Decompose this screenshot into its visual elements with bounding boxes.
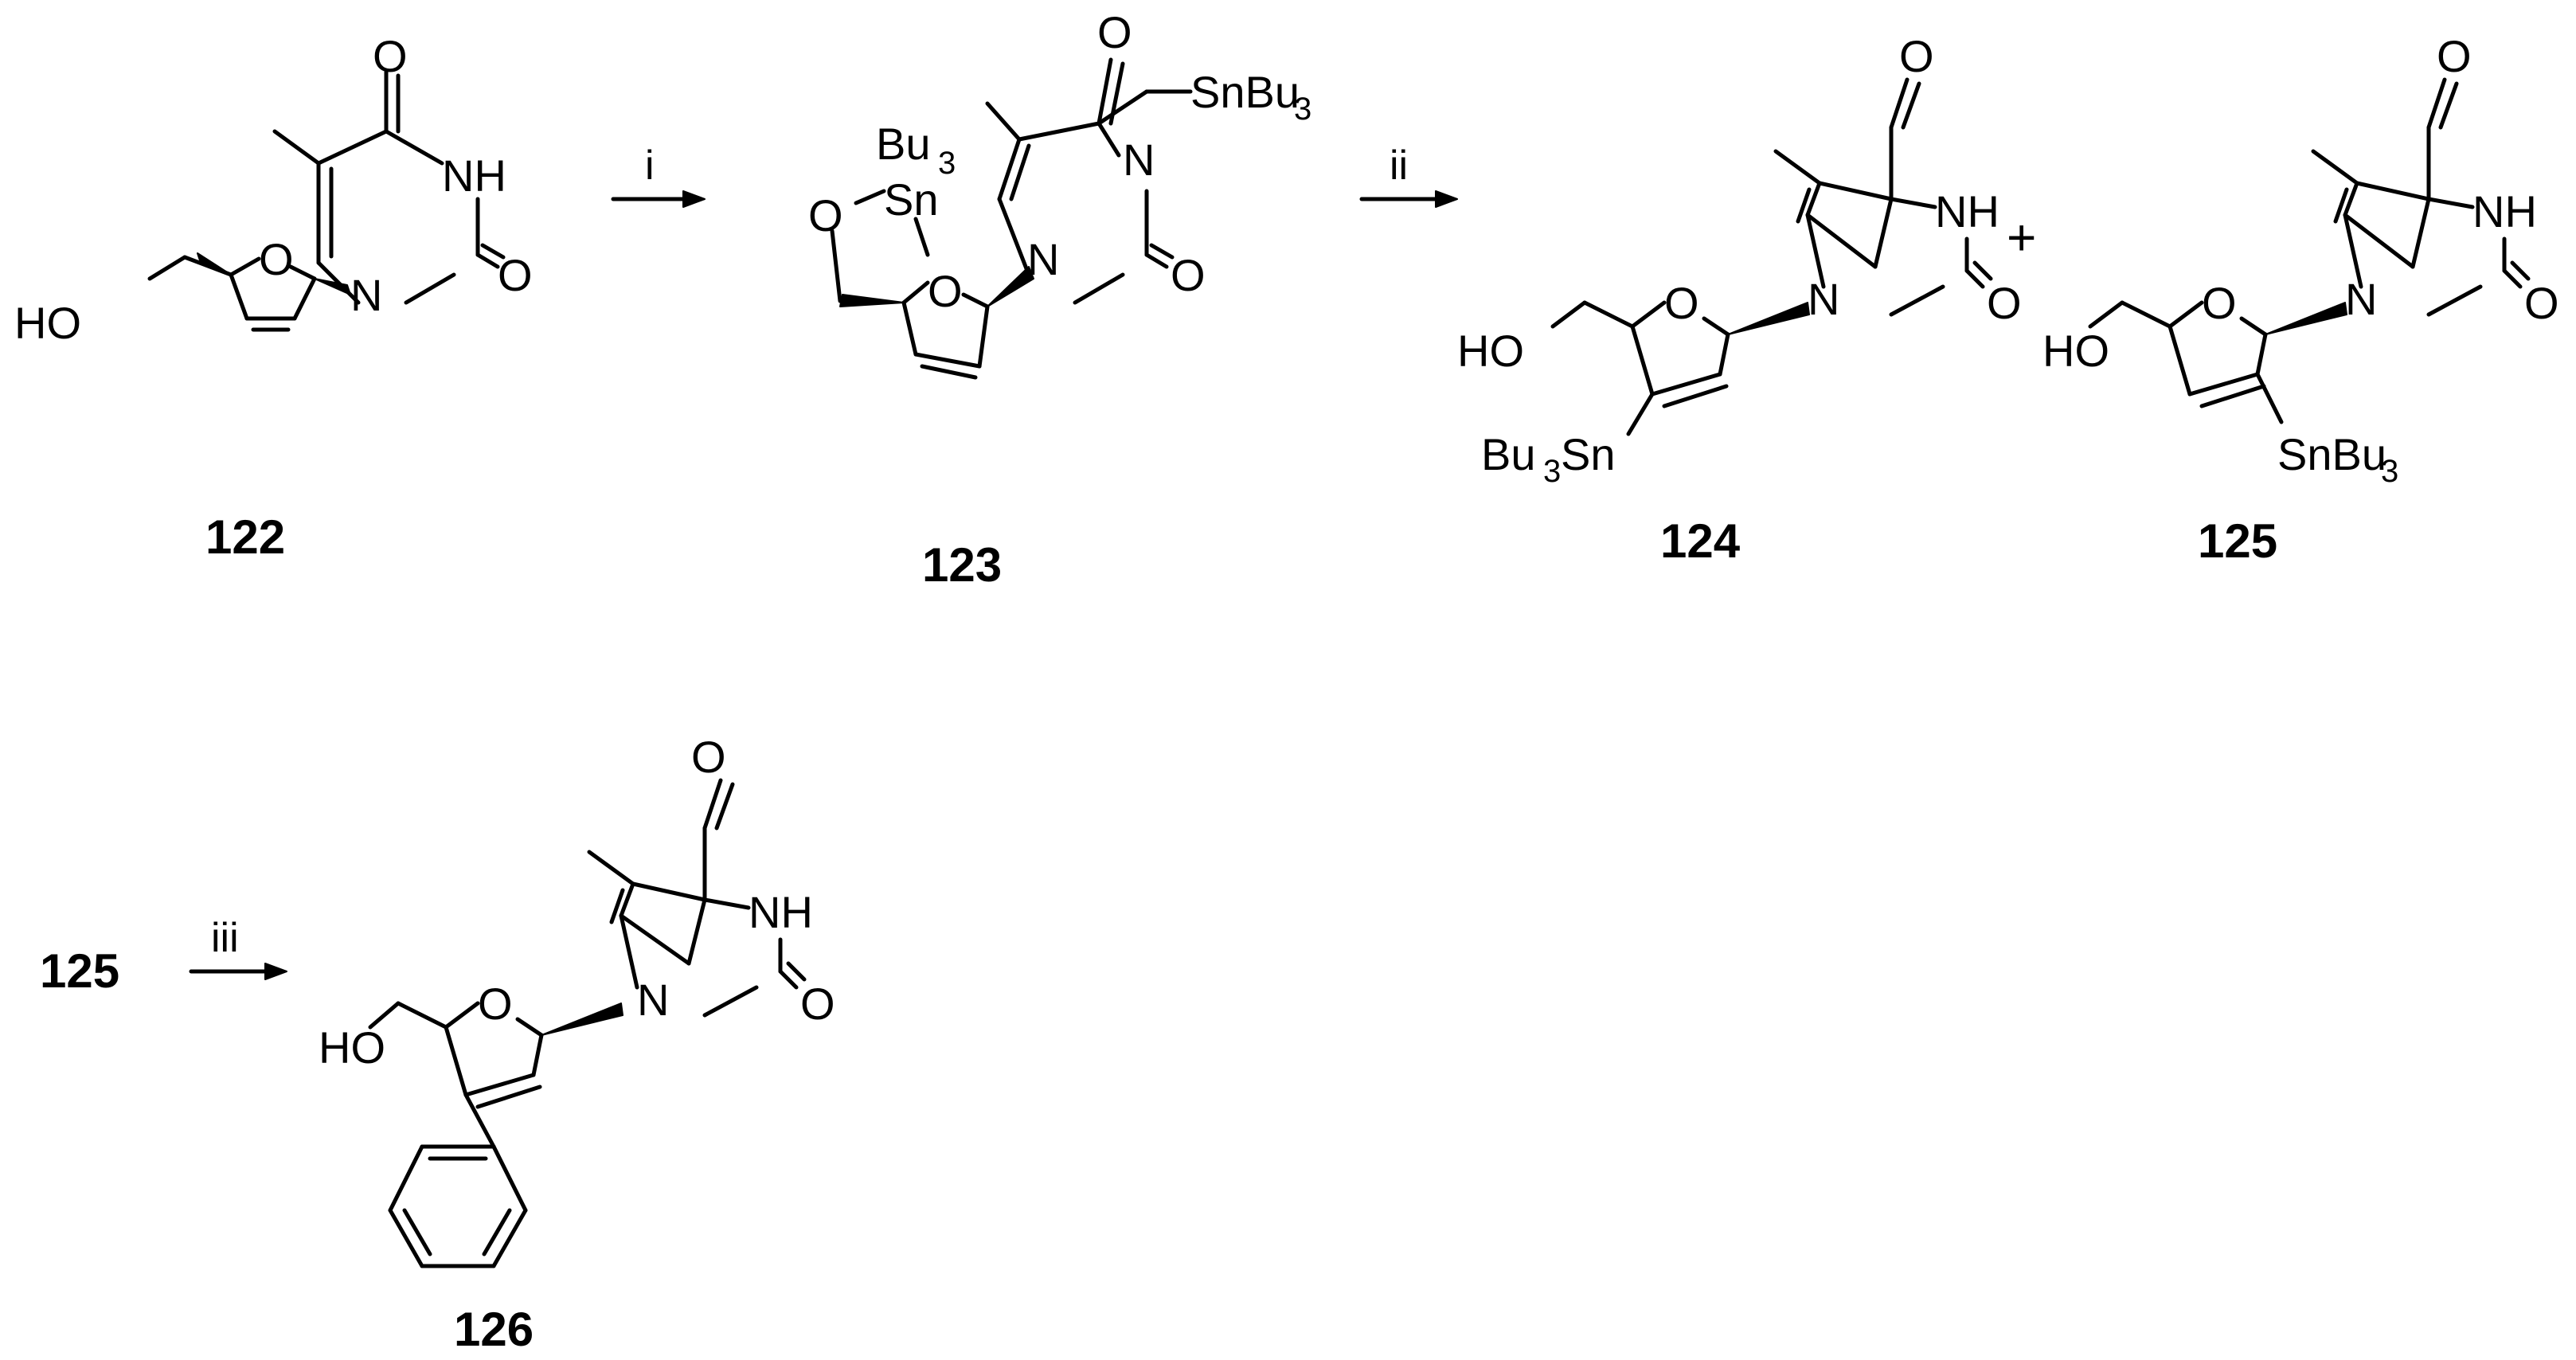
plus-sign: +	[2007, 209, 2036, 266]
compound-122-structure: O NH N O O HO	[14, 31, 533, 348]
reaction-arrow-ii	[1359, 190, 1458, 208]
svg-text:O: O	[1171, 250, 1206, 300]
compound-125-structure: O NH O N O HO SnBu 3	[2042, 31, 2559, 489]
svg-text:O: O	[373, 31, 408, 81]
reagent-label-iii: iii	[211, 915, 239, 961]
svg-text:N: N	[1808, 274, 1839, 324]
svg-text:HO: HO	[319, 1022, 385, 1073]
svg-text:O: O	[1097, 7, 1132, 57]
compound-124-structure: O NH O N O HO Bu 3 Sn	[1457, 31, 2022, 489]
svg-text:NH: NH	[442, 150, 506, 201]
compound-label-122: 122	[205, 510, 285, 564]
svg-text:3: 3	[2381, 454, 2398, 489]
svg-text:O: O	[928, 266, 963, 316]
svg-text:HO: HO	[14, 298, 81, 348]
svg-text:O: O	[259, 234, 294, 284]
svg-text:O: O	[2437, 31, 2472, 81]
compound-126-structure: O NH O N O HO	[319, 732, 835, 1268]
svg-text:O: O	[2202, 278, 2237, 328]
svg-text:SnBu: SnBu	[2277, 429, 2386, 479]
reagent-label-i: i	[645, 143, 655, 189]
compound-label-125-reactant: 125	[40, 944, 119, 998]
svg-text:N: N	[637, 975, 669, 1025]
compound-label-126: 126	[454, 1303, 534, 1356]
reaction-arrow-i	[611, 190, 706, 208]
svg-text:N: N	[1027, 234, 1059, 284]
svg-text:O: O	[1899, 31, 1934, 81]
svg-text:Bu: Bu	[876, 119, 931, 169]
svg-text:N: N	[1123, 135, 1155, 185]
svg-text:NH: NH	[2472, 186, 2537, 236]
reaction-arrow-iii	[189, 963, 287, 980]
reagent-label-ii: ii	[1390, 143, 1408, 189]
svg-text:O: O	[1987, 278, 2022, 328]
svg-text:NH: NH	[1935, 186, 1999, 236]
svg-text:O: O	[1664, 278, 1699, 328]
compound-123-structure: O SnBu 3 N O N O O Sn Bu 3	[808, 7, 1311, 380]
svg-text:SnBu: SnBu	[1190, 67, 1300, 117]
svg-text:3: 3	[938, 146, 956, 181]
svg-text:N: N	[350, 270, 382, 320]
compound-label-123: 123	[922, 538, 1002, 592]
svg-text:NH: NH	[749, 887, 813, 937]
svg-text:HO: HO	[2042, 326, 2109, 376]
svg-text:O: O	[2524, 278, 2559, 328]
svg-text:O: O	[808, 190, 843, 240]
svg-text:O: O	[478, 979, 513, 1029]
svg-text:N: N	[2345, 274, 2377, 324]
compound-label-124: 124	[1660, 514, 1741, 568]
svg-text:HO: HO	[1457, 326, 1524, 376]
svg-text:O: O	[800, 979, 835, 1029]
compound-label-125: 125	[2198, 514, 2277, 568]
svg-text:Bu: Bu	[1481, 429, 1536, 479]
svg-text:Sn: Sn	[1561, 429, 1616, 479]
svg-text:Sn: Sn	[884, 174, 939, 225]
svg-text:O: O	[498, 250, 533, 300]
svg-text:3: 3	[1543, 454, 1561, 489]
svg-text:O: O	[691, 732, 726, 782]
sub3: 3	[1294, 92, 1311, 127]
